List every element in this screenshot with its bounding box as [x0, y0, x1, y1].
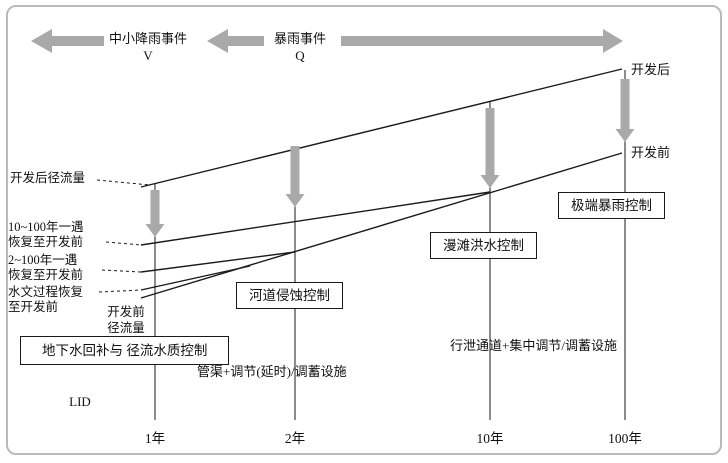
pipe-detention-label: 管渠+调节(延时)/调蓄设施 [197, 364, 347, 379]
lid-label: LID [69, 394, 91, 409]
x-tick-2yr: 2年 [284, 431, 306, 446]
groundwater-quality-line1: 地下水回补与 [42, 343, 123, 358]
hydro-restore-line [140, 265, 251, 291]
hydro-restore-label: 水文过程恢复 至开发前 [8, 285, 83, 315]
postdev-curve-label: 开发后 [631, 62, 671, 77]
figure-border [6, 5, 722, 455]
predev-runoff-line2: 径流量 [107, 321, 145, 335]
small-rain-events-label: 中小降雨事件 [108, 31, 187, 46]
conveyance-storage-label: 行泄通道+集中调节/调蓄设施 [450, 338, 617, 353]
predev-runoff-label: 开发前 径流量 [100, 304, 152, 336]
channel-erosion-box: 河道侵蚀控制 [236, 282, 343, 309]
postdev-runoff-line [140, 68, 623, 188]
restore-2-100-line2: 恢复至开发前 [8, 268, 84, 282]
restore-10-100-line1: 10~100年一遇 [8, 220, 84, 234]
x-tick-10yr: 10年 [476, 431, 504, 446]
restore-10-100-label: 10~100年一遇 恢复至开发前 [8, 220, 84, 250]
groundwater-quality-box: 地下水回补与 径流水质控制 [20, 336, 230, 365]
restore-10-100-line [140, 191, 491, 246]
hydro-restore-line1: 水文过程恢复 [8, 285, 84, 299]
restore-2-100-label: 2~100年一遇 恢复至开发前 [8, 253, 83, 283]
reduction-arrow-2yr-icon [285, 146, 305, 207]
hydro-restore-connector [98, 289, 142, 293]
storm-events-label: 暴雨事件 [273, 31, 326, 46]
predev-curve-label: 开发前 [631, 145, 671, 160]
reduction-arrow-10yr-icon [480, 108, 500, 188]
reduction-arrow-100yr-icon [615, 79, 635, 142]
predev-runoff-line [140, 152, 623, 299]
groundwater-quality-line2: 径流水质控制 [126, 343, 208, 358]
restore-10-100-line2: 恢复至开发前 [8, 235, 84, 249]
reduction-arrow-1yr-icon [145, 190, 165, 237]
restore-2-100-connector [101, 269, 142, 273]
restore-2-100-line [140, 251, 296, 273]
overbank-flood-box: 漫滩洪水控制 [430, 232, 537, 259]
hydro-restore-line2: 至开发前 [8, 300, 59, 314]
postdev-label-connector [96, 179, 151, 186]
postdev-runoff-label: 开发后径流量 [10, 171, 86, 185]
storm-left-arrow-icon [207, 29, 264, 53]
storm-right-arrow-icon [341, 29, 623, 53]
small-rain-symbol: V [143, 48, 153, 63]
x-tick-1yr: 1年 [144, 431, 166, 446]
extreme-storm-box: 极端暴雨控制 [558, 192, 665, 219]
storm-symbol: Q [295, 48, 305, 63]
small-rain-left-arrow-icon [31, 29, 104, 53]
restore-10-100-connector [105, 241, 142, 246]
restore-2-100-line1: 2~100年一遇 [8, 253, 78, 267]
x-tick-100yr: 100年 [608, 431, 642, 446]
predev-runoff-line1: 开发前 [107, 305, 145, 319]
